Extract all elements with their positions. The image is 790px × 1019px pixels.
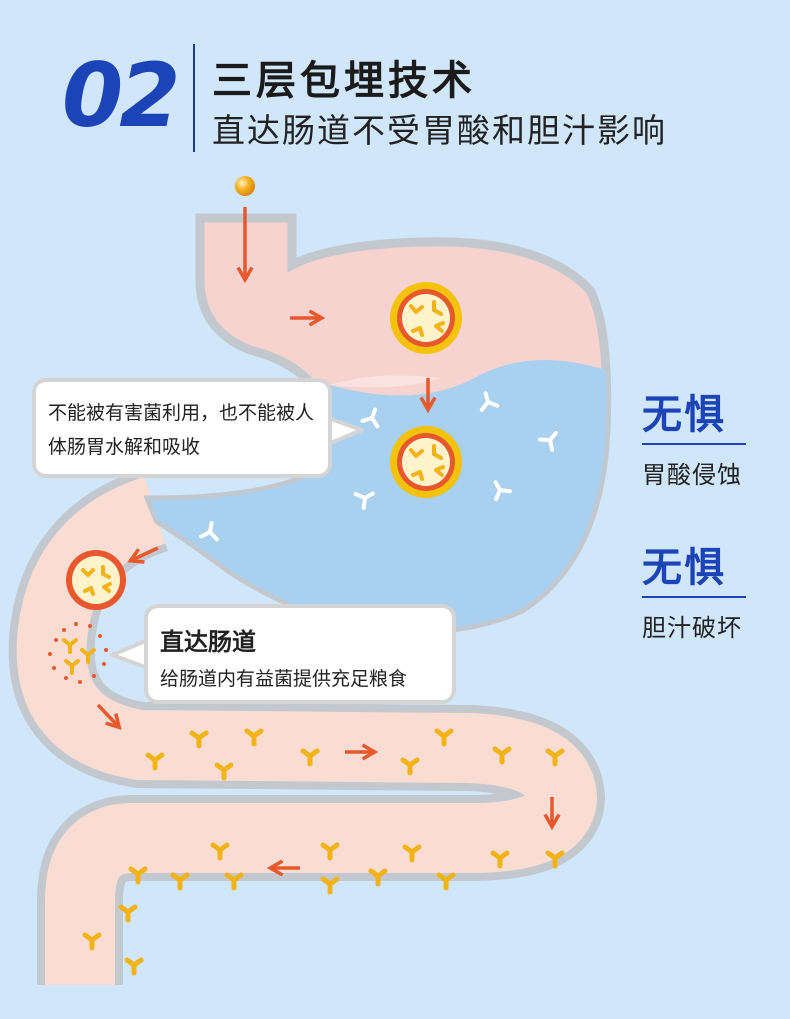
feature-acid-text: 胃酸侵蚀 <box>642 461 742 489</box>
capsule-pill <box>235 176 255 196</box>
flow-arrows <box>96 207 561 877</box>
intestine-bacteria <box>82 728 565 976</box>
intestine-callout: 直达肠道 给肠道内有益菌提供充足粮食 <box>144 604 456 704</box>
page-title: 三层包埋技术 <box>212 58 476 104</box>
feature-bile-underline <box>642 596 746 598</box>
stomach-callout: 不能被有害菌利用，也不能被人体肠胃水解和吸收 <box>32 378 332 478</box>
page-subtitle: 直达肠道不受胃酸和胆汁影响 <box>212 111 667 150</box>
feature-bile: 无惧 胆汁破坏 <box>642 548 746 643</box>
header-divider <box>193 44 195 152</box>
stomach-callout-text: 不能被有害菌利用，也不能被人体肠胃水解和吸收 <box>48 402 315 458</box>
feature-bile-text: 胆汁破坏 <box>642 614 742 642</box>
intestine-callout-text: 给肠道内有益菌提供充足粮食 <box>160 668 408 690</box>
feature-acid-heading: 无惧 <box>642 392 726 438</box>
acid-molecules <box>199 391 558 542</box>
feature-bile-heading: 无惧 <box>642 545 726 591</box>
intestine-callout-title: 直达肠道 <box>160 628 256 656</box>
section-number: 02 <box>62 44 180 147</box>
feature-acid: 无惧 胃酸侵蚀 <box>642 395 746 490</box>
encapsulated-probiotics <box>66 282 462 610</box>
feature-acid-underline <box>642 443 746 445</box>
released-probiotics-burst <box>48 622 108 684</box>
intestine-tube <box>8 469 605 985</box>
